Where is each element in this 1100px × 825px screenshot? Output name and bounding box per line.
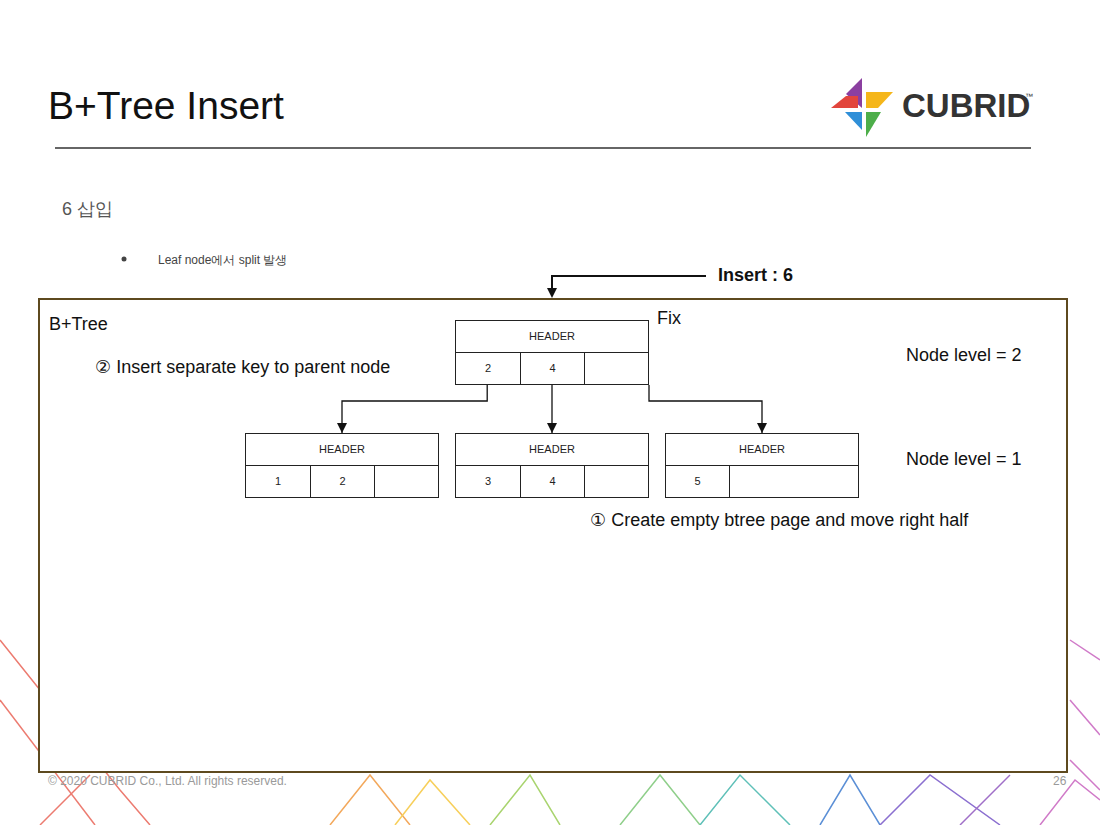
logo-mark	[831, 78, 893, 137]
frame-title: B+Tree	[49, 314, 108, 335]
bullet	[122, 257, 127, 262]
key-value: 1	[275, 475, 281, 487]
btree-page: HEADER24	[455, 320, 649, 385]
btree-page: HEADER12	[245, 433, 439, 498]
key-row: 34	[456, 466, 648, 497]
key-value: 4	[549, 475, 555, 487]
btree-page: HEADER 5	[665, 433, 859, 498]
title-rule	[55, 147, 1031, 149]
key-slot	[374, 466, 438, 497]
trademark: ™	[1025, 92, 1033, 102]
step-note: ② Insert separate key to parent node	[95, 357, 390, 379]
logo-text: CUBRID	[902, 86, 1030, 126]
slide-title: B+Tree Insert	[48, 86, 284, 125]
bullet-text: Leaf node에서 split 발생	[158, 253, 287, 267]
key-slot: 1	[246, 466, 310, 497]
key-row: 24	[456, 353, 648, 384]
key-row: 5	[666, 466, 858, 497]
step-note: ① Create empty btree page and move right…	[590, 510, 968, 532]
btree-page: HEADER34	[455, 433, 649, 498]
key-value: 2	[339, 475, 345, 487]
child-pointer	[342, 385, 487, 433]
section-heading: 6 삽입	[62, 199, 113, 221]
page-header: HEADER	[246, 434, 438, 466]
key-row: 12	[246, 466, 438, 497]
level-label: Node level = 1	[906, 449, 1022, 471]
key-slot	[584, 353, 648, 384]
child-pointer	[551, 385, 552, 433]
key-value: 3	[485, 475, 491, 487]
key-slot	[729, 466, 858, 497]
key-slot: 5	[666, 466, 729, 497]
key-slot: 2	[310, 466, 373, 497]
key-slot: 2	[456, 353, 520, 384]
key-value: 4	[549, 362, 555, 374]
key-value: 5	[695, 475, 701, 487]
insert-arrow-line	[552, 276, 706, 289]
child-pointer	[649, 385, 762, 433]
page-header: HEADER	[456, 434, 648, 466]
page-header: HEADER	[456, 321, 648, 353]
key-slot	[584, 466, 648, 497]
key-slot: 3	[456, 466, 520, 497]
insert-label: Insert : 6	[718, 265, 793, 287]
key-slot: 4	[520, 353, 583, 384]
insert-arrow-head	[547, 288, 557, 298]
level-label: Node level = 2	[906, 345, 1022, 367]
page-number: 26	[1053, 774, 1066, 788]
copyright: © 2020 CUBRID Co., Ltd. All rights reser…	[48, 774, 287, 788]
page-header: HEADER	[666, 434, 858, 466]
key-value: 2	[485, 362, 491, 374]
fix-label: Fix	[657, 308, 681, 330]
key-slot: 4	[520, 466, 583, 497]
